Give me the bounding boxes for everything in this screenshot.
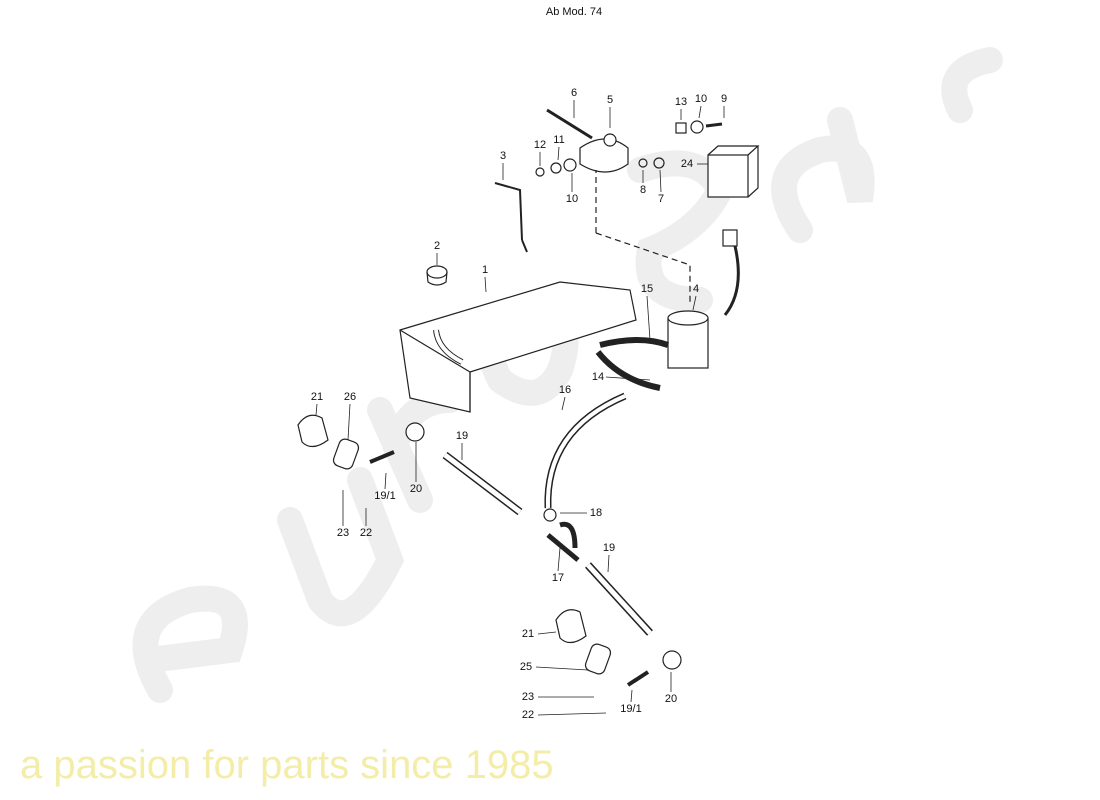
jet-21-lower (555, 609, 587, 644)
callout-15: 15 (640, 283, 654, 295)
callout-6: 6 (570, 87, 578, 99)
callout-1: 1 (481, 264, 489, 276)
callout-12: 12 (533, 139, 547, 151)
washer-tank (399, 281, 637, 413)
hose-15 (599, 337, 670, 348)
callout-8: 8 (639, 184, 647, 196)
callout-4: 4 (692, 283, 700, 295)
t-piece (546, 521, 580, 562)
callout-10: 10 (694, 93, 708, 105)
callout-16: 16 (558, 384, 572, 396)
callout-21: 21 (310, 391, 324, 403)
callout-20: 20 (664, 693, 678, 705)
callout-14: 14 (591, 371, 605, 383)
callout-9: 9 (720, 93, 728, 105)
callout-20: 20 (409, 483, 423, 495)
callout-26: 26 (343, 391, 357, 403)
callout-18: 18 (589, 507, 603, 519)
callout-13: 13 (674, 96, 688, 108)
callout-22: 22 (359, 527, 373, 539)
relay (707, 154, 749, 198)
callout-10: 10 (565, 193, 579, 205)
callout-24: 24 (680, 158, 694, 170)
callout-17: 17 (551, 572, 565, 584)
callout-3: 3 (499, 150, 507, 162)
callout-19: 19 (602, 542, 616, 554)
hose-14 (595, 350, 661, 391)
callout-19-1: 19/1 (374, 490, 396, 502)
watermark-tagline: a passion for parts since 1985 (20, 743, 554, 787)
callout-19-1: 19/1 (620, 703, 642, 715)
callout-25: 25 (519, 661, 533, 673)
model-note: Ab Mod. 74 (545, 6, 603, 18)
callout-5: 5 (606, 94, 614, 106)
gasket-26 (332, 438, 360, 470)
callout-21: 21 (521, 628, 535, 640)
callout-2: 2 (433, 240, 441, 252)
callout-19: 19 (455, 430, 469, 442)
bracket (494, 182, 528, 253)
callout-22: 22 (521, 709, 535, 721)
clamp (579, 138, 629, 173)
callout-11: 11 (553, 134, 565, 146)
callout-23: 23 (336, 527, 350, 539)
filler-cap (426, 265, 448, 279)
callout-7: 7 (657, 193, 665, 205)
gasket-25 (584, 643, 612, 675)
jet-21-upper (297, 414, 329, 448)
callout-23: 23 (521, 691, 535, 703)
